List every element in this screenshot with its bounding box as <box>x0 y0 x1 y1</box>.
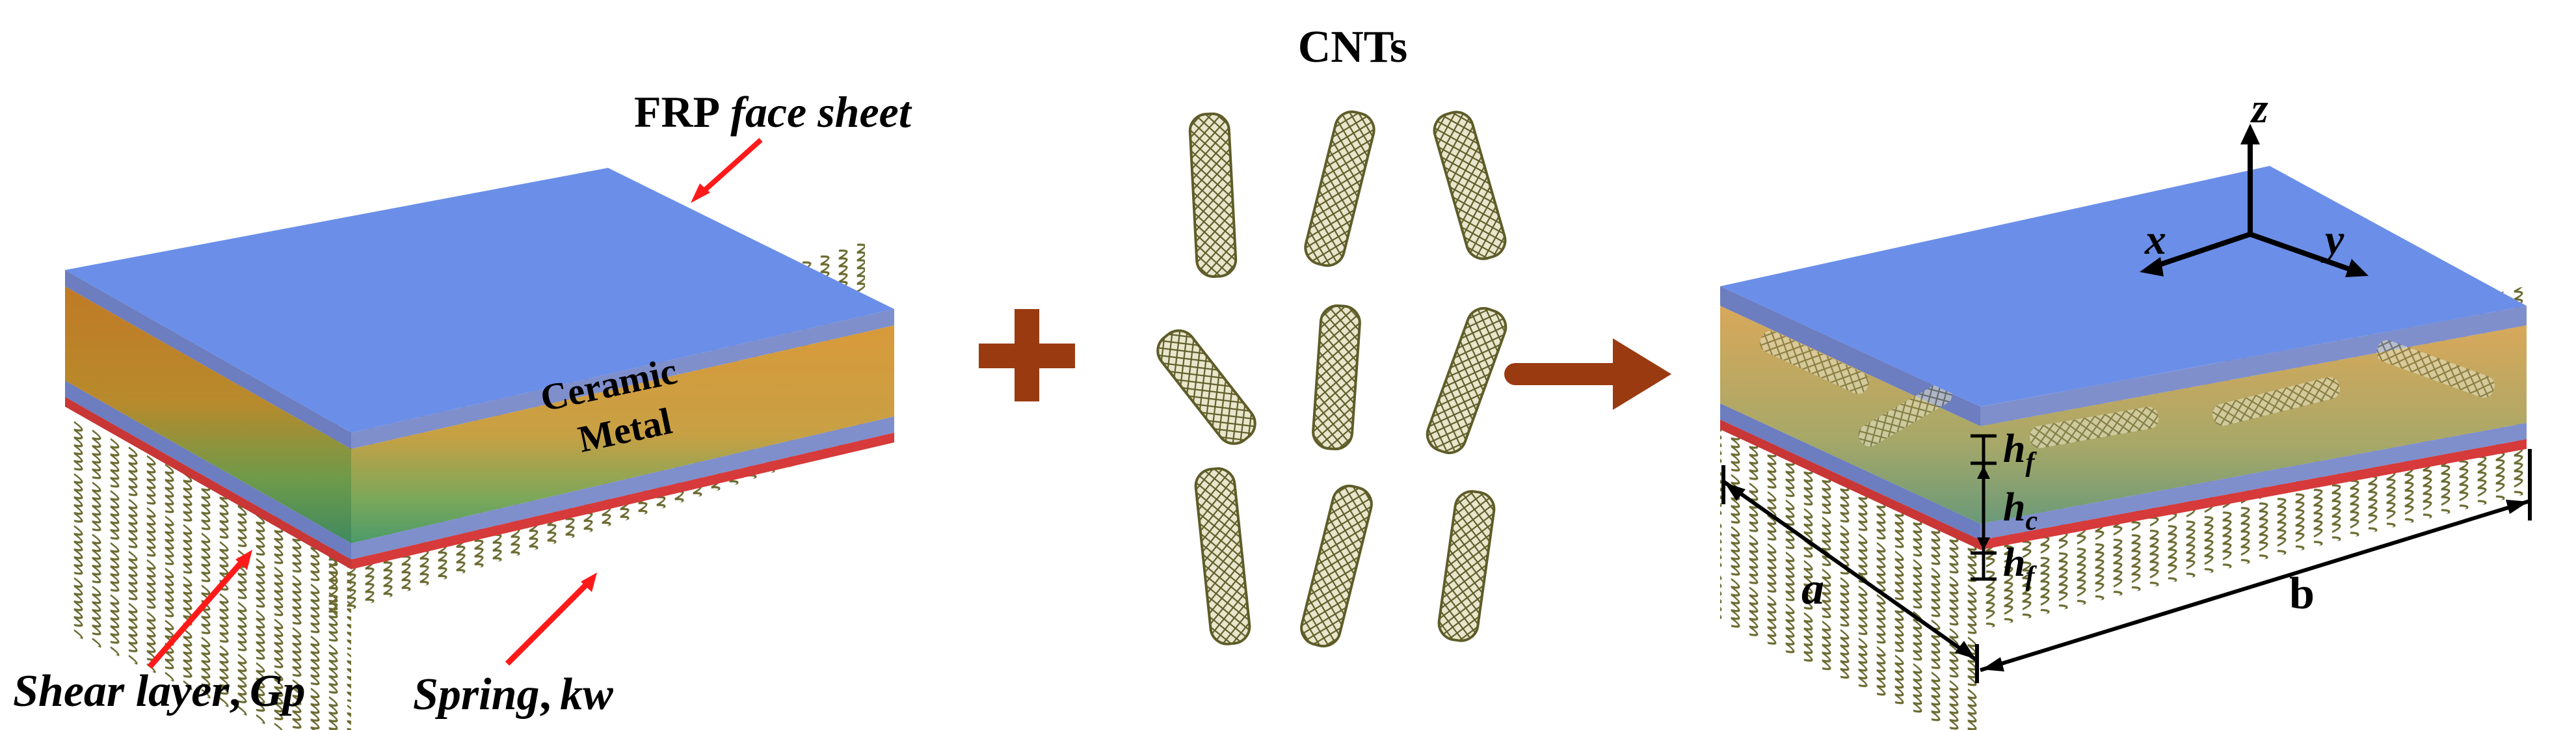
left-side-face-top-sheet <box>65 270 351 449</box>
spring-pointer-arrowhead <box>581 573 597 592</box>
nanotube-6 <box>1426 306 1507 455</box>
nanotube-9 <box>1437 490 1496 642</box>
result-arrow <box>1504 338 1671 410</box>
right-top-face <box>1720 166 2527 407</box>
plus-sign <box>979 309 1075 401</box>
left-top-face <box>65 168 894 433</box>
left-side-face-core <box>65 286 351 543</box>
left-plate: Ceramic Metal <box>65 168 894 730</box>
y-axis-arrowhead <box>2345 259 2369 277</box>
a-label: a <box>1801 564 1824 614</box>
nanotube-2 <box>1304 110 1375 267</box>
hf-top-label: hf <box>2003 427 2037 478</box>
result-arrow-head <box>1613 338 1671 410</box>
spring-pointer-arrow <box>505 580 591 666</box>
hf-bottom-label: hf <box>2003 541 2037 591</box>
left-spring-band-left <box>65 416 351 730</box>
right-side-face-bottom-sheet <box>1720 403 1980 540</box>
embedded-cnt-4 <box>2376 340 2495 398</box>
plane-dimensions <box>1721 449 2532 683</box>
z-axis-arrowhead <box>2240 124 2260 144</box>
hc-label: hc <box>2003 485 2038 536</box>
frp-pointer-arrow <box>697 138 763 197</box>
nanotube-7 <box>1194 467 1251 645</box>
hc-arrow-down <box>1977 537 1990 550</box>
hc-arrow-up <box>1977 466 1990 479</box>
left-front-face-core <box>351 325 894 543</box>
right-plate: z x y hf hc hf <box>1720 85 2532 730</box>
left-front-face-top-sheet <box>351 309 894 449</box>
left-front-face-bottom-sheet <box>351 416 894 560</box>
coordinate-axes <box>2140 124 2369 277</box>
a-arrow-2 <box>1955 641 1976 659</box>
nanotube-8 <box>1300 484 1373 648</box>
b-label: b <box>2289 569 2315 619</box>
x-axis-arrowhead <box>2140 257 2164 277</box>
b-arrow-2 <box>2506 500 2529 514</box>
right-front-face-core <box>1980 325 2527 524</box>
left-front-face-shear <box>351 433 894 569</box>
face-sheet-text: face sheet <box>730 87 912 137</box>
left-side-face-shear <box>65 397 351 569</box>
right-side-face-top-sheet <box>1720 286 1980 426</box>
nanotube-1 <box>1188 112 1238 278</box>
left-side-face-bottom-sheet <box>65 381 351 560</box>
shear-pointer-arrowhead <box>235 550 252 570</box>
shear-text: Shear layer <box>13 666 230 716</box>
right-front-face-bottom-sheet <box>1980 423 2527 540</box>
z-label: z <box>2250 85 2268 132</box>
y-label: y <box>2320 216 2344 264</box>
cnt-grid <box>1156 110 1507 648</box>
shear-layer-label: Shear layer,Gp <box>13 666 306 716</box>
right-front-face-top-sheet <box>1980 306 2527 426</box>
gp-text: Gp <box>250 666 306 716</box>
plus-vertical <box>1015 309 1039 401</box>
right-front-face-shear <box>1980 439 2527 550</box>
nanotube-5 <box>1312 304 1361 451</box>
kw-text: kw <box>560 669 613 720</box>
a-dim-line <box>1722 480 1978 662</box>
spring-text: Spring <box>413 669 540 720</box>
nanotube-3 <box>1433 111 1507 260</box>
x-label: x <box>2144 216 2166 264</box>
nanotube-4 <box>1156 329 1256 445</box>
thickness-dimensions <box>1971 434 1997 581</box>
b-dim-line <box>1980 499 2530 672</box>
embedded-cnt-3 <box>2212 377 2340 426</box>
frp-text: FRP <box>634 87 720 137</box>
y-axis <box>2249 232 2359 275</box>
b-arrow-1 <box>1982 657 2004 671</box>
shear-pointer-arrow <box>147 558 246 669</box>
x-axis <box>2148 232 2251 271</box>
right-side-face-shear <box>1720 420 1980 550</box>
right-spring-band-left <box>1720 423 1980 730</box>
embedded-cnt-1 <box>1760 331 1869 394</box>
frp-pointer-arrowhead <box>691 183 710 203</box>
embedded-cnts <box>1760 331 2495 448</box>
embedded-cnt-5 <box>1858 382 1953 447</box>
cnts-label: CNTs <box>1298 22 1408 72</box>
embedded-cnt-2 <box>2029 407 2159 448</box>
a-arrow-1 <box>1725 483 1746 501</box>
spring-label: Spring,kw <box>413 669 613 720</box>
